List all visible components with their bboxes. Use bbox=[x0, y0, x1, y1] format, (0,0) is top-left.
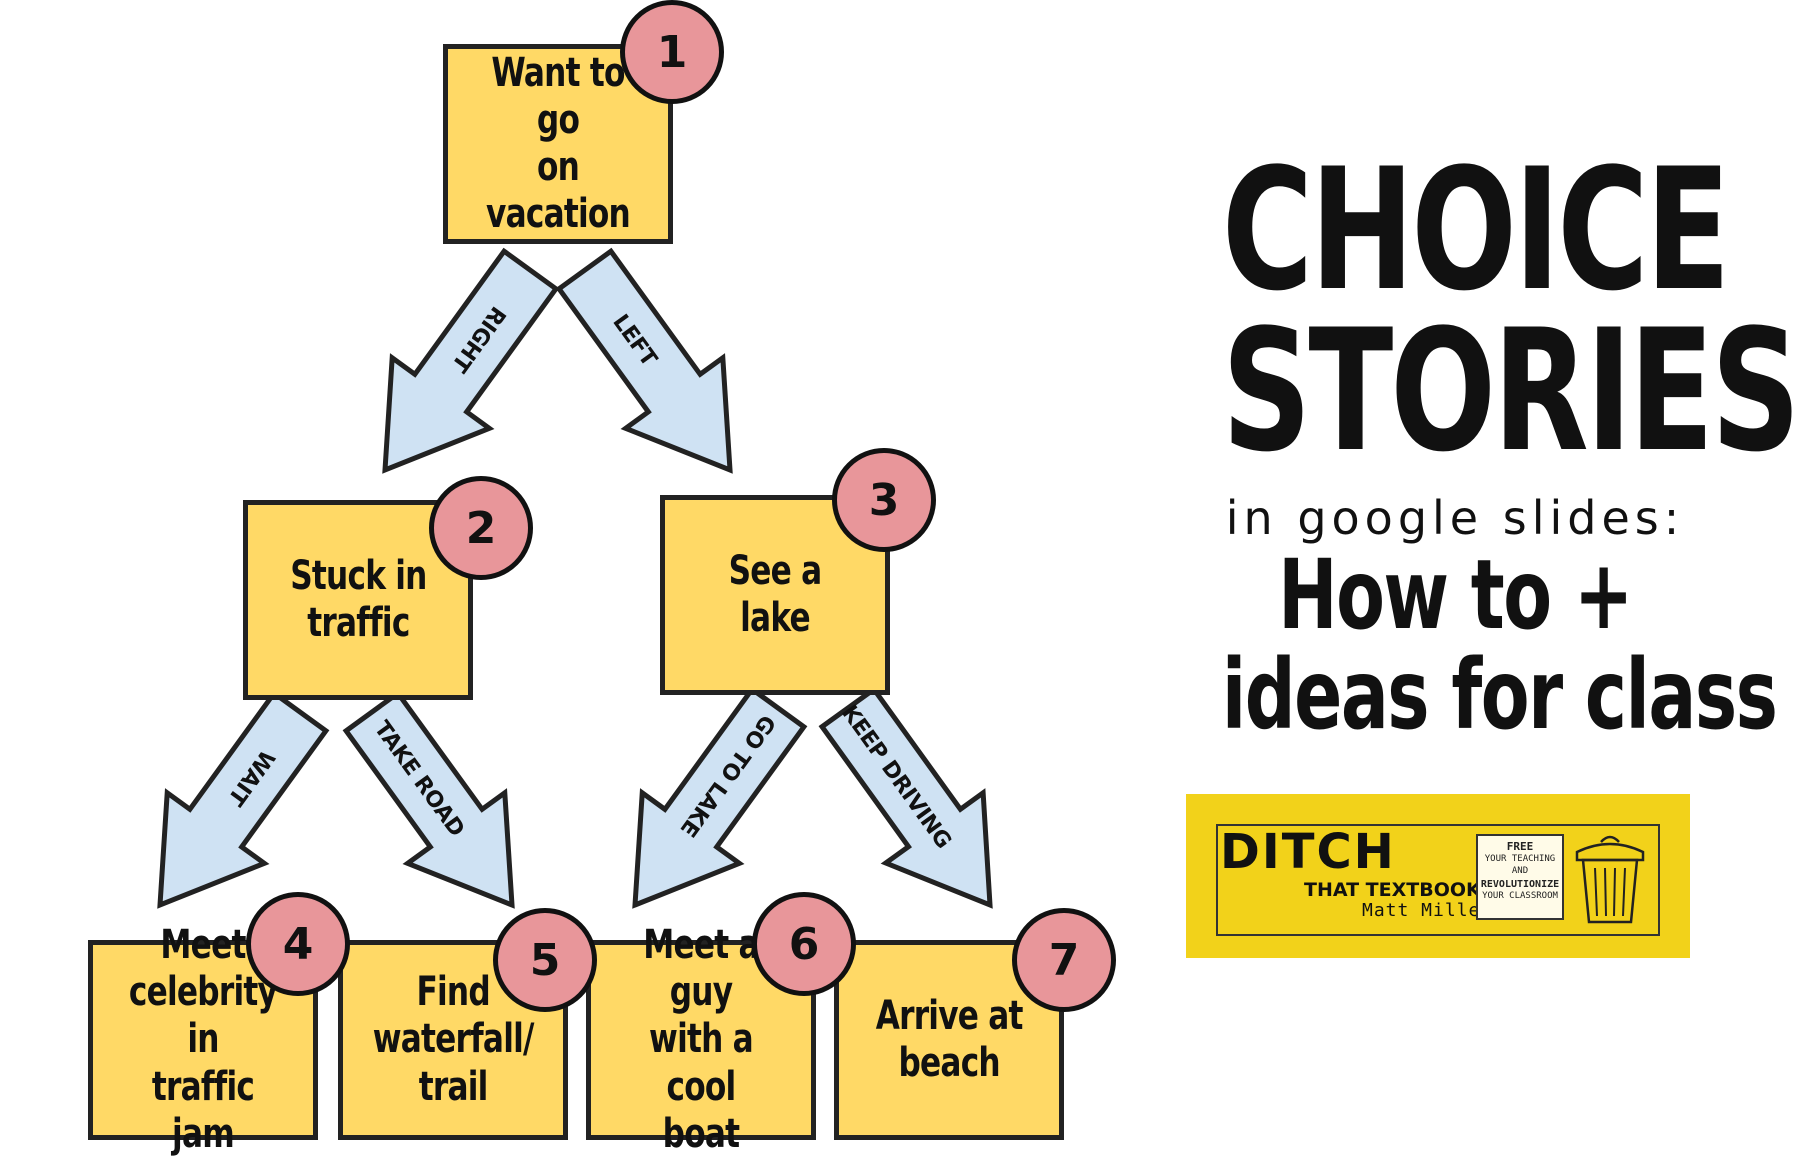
step-number-badge: 4 bbox=[246, 892, 350, 996]
arrow-keep-driving: KEEP DRIVING bbox=[818, 685, 993, 909]
step-number-badge: 2 bbox=[429, 476, 533, 580]
arrow-shape bbox=[632, 685, 808, 909]
step-number-badge: 1 bbox=[620, 0, 724, 104]
trash-can-icon bbox=[1575, 835, 1645, 924]
step-number-badge: 7 bbox=[1012, 908, 1116, 1012]
title-block: CHOICE STORIES in google slides: How to … bbox=[1140, 132, 1801, 752]
book-line: FREE bbox=[1506, 840, 1534, 853]
arrow-left: LEFT bbox=[555, 247, 733, 474]
book-line: YOUR CLASSROOM bbox=[1482, 890, 1558, 901]
arrow-shape bbox=[382, 247, 560, 474]
story-box-label: Arrive at beach bbox=[875, 992, 1024, 1086]
logo-frame bbox=[1216, 824, 1660, 936]
story-box-label: Meet celebrity in traffic jam bbox=[128, 922, 278, 1157]
book-line: YOUR TEACHING AND bbox=[1484, 854, 1556, 876]
logo-ditch: DITCH bbox=[1220, 824, 1396, 880]
book-line: REVOLUTIONIZE bbox=[1480, 878, 1560, 890]
step-number-badge: 6 bbox=[752, 892, 856, 996]
story-box-label: Stuck in traffic bbox=[289, 552, 427, 646]
arrow-take-road: TAKE ROAD bbox=[342, 689, 515, 909]
arrow-right: RIGHT bbox=[382, 247, 560, 474]
arrow-shape bbox=[555, 247, 733, 474]
logo-that-textbook: THAT TEXTBOOK bbox=[1304, 879, 1481, 901]
arrow-shape bbox=[818, 685, 993, 909]
story-box-label: Find waterfall/ trail bbox=[372, 969, 535, 1110]
ditch-that-textbook-logo: DITCH THAT TEXTBOOK Matt Miller FREE YOU… bbox=[1186, 794, 1690, 958]
step-number-badge: 3 bbox=[832, 448, 936, 552]
title-ideas: ideas for class bbox=[1221, 639, 1778, 752]
arrow-shape bbox=[157, 689, 330, 909]
title-stories: STORIES bbox=[1221, 293, 1801, 490]
story-box-7: Arrive at beach bbox=[834, 940, 1064, 1140]
logo-book: FREE YOUR TEACHING AND REVOLUTIONIZE YOU… bbox=[1476, 834, 1564, 920]
story-box-label: Want to go on vacation bbox=[486, 49, 631, 238]
story-box-label: See a lake bbox=[728, 547, 823, 641]
arrow-shape bbox=[342, 689, 515, 909]
step-number-badge: 5 bbox=[493, 908, 597, 1012]
title-how-to: How to + bbox=[1278, 538, 1633, 651]
title-choice: CHOICE bbox=[1221, 132, 1731, 328]
story-box-label: Meet a guy with a cool boat bbox=[643, 922, 759, 1157]
title-subtitle: in google slides: bbox=[1225, 490, 1685, 545]
logo-author: Matt Miller bbox=[1362, 900, 1493, 921]
arrow-wait: WAIT bbox=[157, 689, 330, 909]
